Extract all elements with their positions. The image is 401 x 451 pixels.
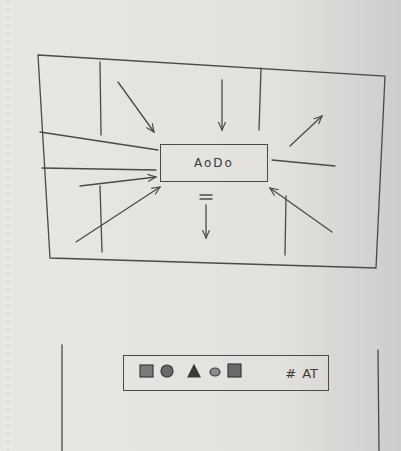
icon-row: [140, 364, 241, 377]
node-title: AoDo: [194, 156, 234, 170]
hash-symbol: #: [285, 366, 296, 381]
center-box: AoDo: [160, 144, 268, 182]
margin-dots: [8, 0, 9, 451]
text-tool: AT: [302, 366, 318, 381]
toolbar-box: # AT: [123, 355, 329, 391]
screen-sketch: [38, 55, 385, 451]
